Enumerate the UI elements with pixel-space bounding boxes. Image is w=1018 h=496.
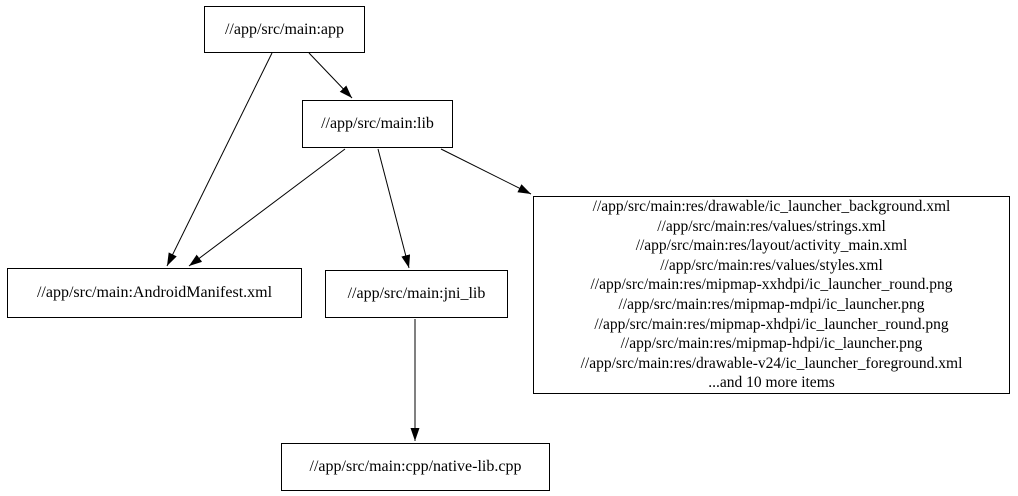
resource-line: //app/src/main:res/drawable/ic_launcher_… <box>592 198 951 216</box>
resource-line-more-items: ...and 10 more items <box>708 374 835 392</box>
node-app-label: //app/src/main:app <box>224 20 345 38</box>
resource-line: //app/src/main:res/mipmap-mdpi/ic_launch… <box>618 296 925 313</box>
node-native-lib-cpp-label: //app/src/main:cpp/native-lib.cpp <box>309 458 522 476</box>
resource-line: //app/src/main:res/drawable-v24/ic_launc… <box>580 354 963 372</box>
resource-line: //app/src/main:res/values/styles.xml <box>660 256 883 274</box>
node-jni-lib: //app/src/main:jni_lib <box>325 270 508 318</box>
node-jni-lib-label: //app/src/main:jni_lib <box>347 285 486 303</box>
node-android-manifest-label: //app/src/main:AndroidManifest.xml <box>36 284 273 302</box>
node-app: //app/src/main:app <box>204 6 365 53</box>
resource-line: //app/src/main:res/mipmap-xhdpi/ic_launc… <box>594 315 949 333</box>
edge-lib-manifest <box>188 148 346 267</box>
node-resources: //app/src/main:res/drawable/ic_launcher_… <box>533 196 1010 394</box>
edge-lib-resources <box>440 148 532 195</box>
node-lib-label: //app/src/main:lib <box>321 115 434 133</box>
resource-line: //app/src/main:res/values/strings.xml <box>657 217 886 235</box>
resource-line: //app/src/main:res/mipmap-hdpi/ic_launch… <box>620 335 923 353</box>
node-native-lib-cpp: //app/src/main:cpp/native-lib.cpp <box>281 443 550 491</box>
resource-line: //app/src/main:res/layout/activity_main.… <box>635 237 908 255</box>
node-android-manifest: //app/src/main:AndroidManifest.xml <box>7 268 302 318</box>
edge-lib-jni-lib <box>377 148 411 269</box>
resource-line: //app/src/main:res/mipmap-xxhdpi/ic_laun… <box>590 276 953 294</box>
node-lib: //app/src/main:lib <box>302 100 453 148</box>
edge-app-lib <box>308 52 353 99</box>
edge-app-manifest <box>166 52 273 267</box>
